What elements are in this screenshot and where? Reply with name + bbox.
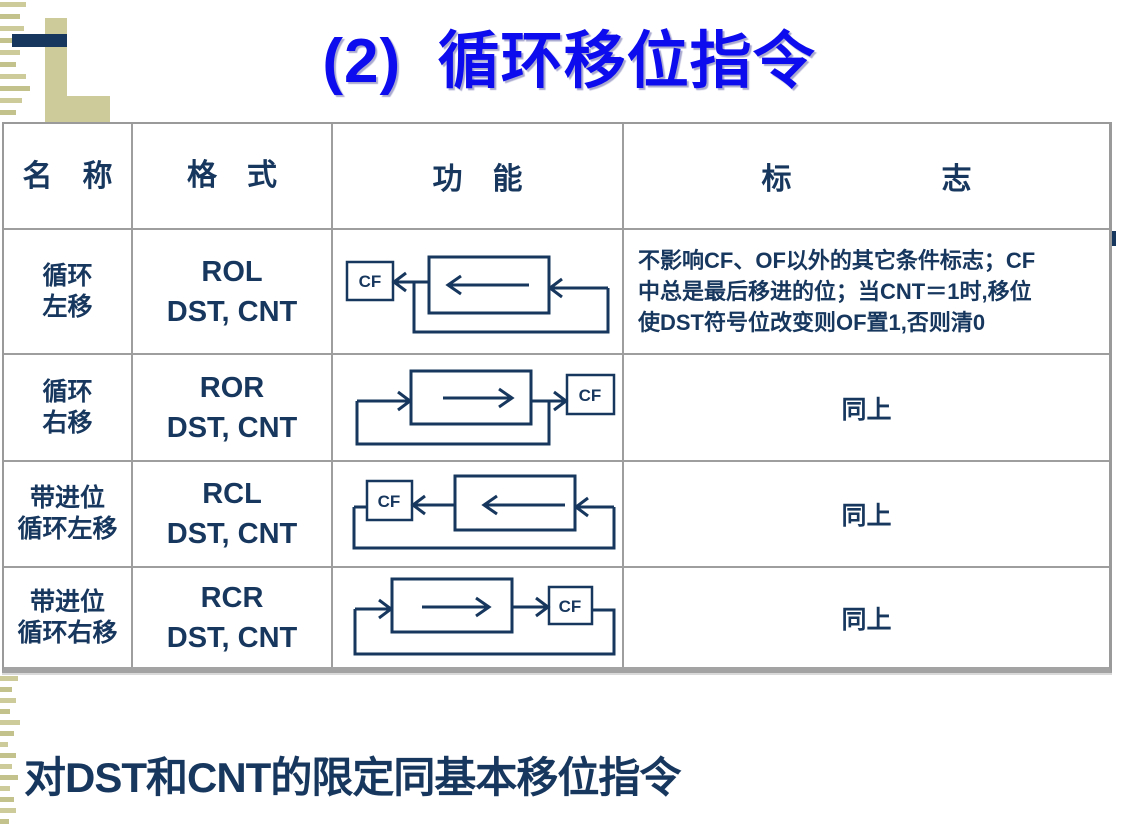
header-name: 名 称 — [4, 124, 133, 228]
rol-name: 循环 左移 — [4, 230, 133, 353]
page-title: (2) 循环移位指令 — [322, 27, 816, 96]
rcr-name: 带进位 循环右移 — [4, 568, 133, 667]
header-flags: 标 志 — [761, 163, 972, 196]
rcr-function-cell: CF — [333, 568, 624, 667]
rol-diagram: CF — [345, 255, 610, 333]
table-header-row: 名 称 格 式 功 能 标 志 — [4, 124, 1109, 230]
right-edge-tick — [1112, 231, 1116, 246]
cf-label: CF — [378, 492, 401, 511]
rcr-flags: 同上 — [841, 605, 892, 634]
rcl-flags: 同上 — [841, 502, 892, 530]
ror-flags: 同上 — [841, 395, 892, 424]
ror-function-cell: CF — [333, 355, 624, 460]
ror-name: 循环 右移 — [4, 355, 133, 460]
rcl-function-cell: CF — [333, 462, 624, 566]
cf-label: CF — [359, 272, 382, 291]
rcl-name: 带进位 循环左移 — [4, 462, 133, 566]
cf-label: CF — [559, 597, 582, 616]
rol-function-cell: CF — [333, 230, 624, 353]
khaki-accent-foot — [67, 96, 110, 122]
rcl-diagram: CF — [352, 474, 616, 549]
footer-note: 对DST和CNT的限定同基本移位指令 — [24, 754, 681, 801]
rotate-instructions-table: 名 称 格 式 功 能 标 志 循环 左移 ROL DST, CNT CF — [2, 122, 1112, 673]
rcr-format: RCR DST, CNT — [133, 568, 333, 667]
header-function: 功 能 — [333, 124, 624, 228]
rcl-format: RCL DST, CNT — [133, 462, 333, 566]
rol-format: ROL DST, CNT — [133, 230, 333, 353]
ruler-marks-bottom — [0, 676, 20, 830]
cf-label: CF — [579, 386, 602, 405]
table-row-rcl: 带进位 循环左移 RCL DST, CNT CF 同上 — [4, 462, 1109, 568]
table-row-ror: 循环 右移 ROR DST, CNT CF 同上 — [4, 355, 1109, 462]
navy-accent-bar — [12, 34, 67, 47]
table-row-rol: 循环 左移 ROL DST, CNT CF 不影响CF、OF以外的其它条件标志；… — [4, 230, 1109, 355]
ror-format: ROR DST, CNT — [133, 355, 333, 460]
header-format: 格 式 — [133, 124, 333, 228]
ror-diagram: CF — [355, 369, 616, 445]
rcr-diagram: CF — [353, 577, 616, 655]
table-row-rcr: 带进位 循环右移 RCR DST, CNT CF 同上 — [4, 568, 1109, 667]
rol-flags: 不影响CF、OF以外的其它条件标志；CF 中总是最后移进的位；当CNT＝1时,移… — [638, 248, 1036, 335]
